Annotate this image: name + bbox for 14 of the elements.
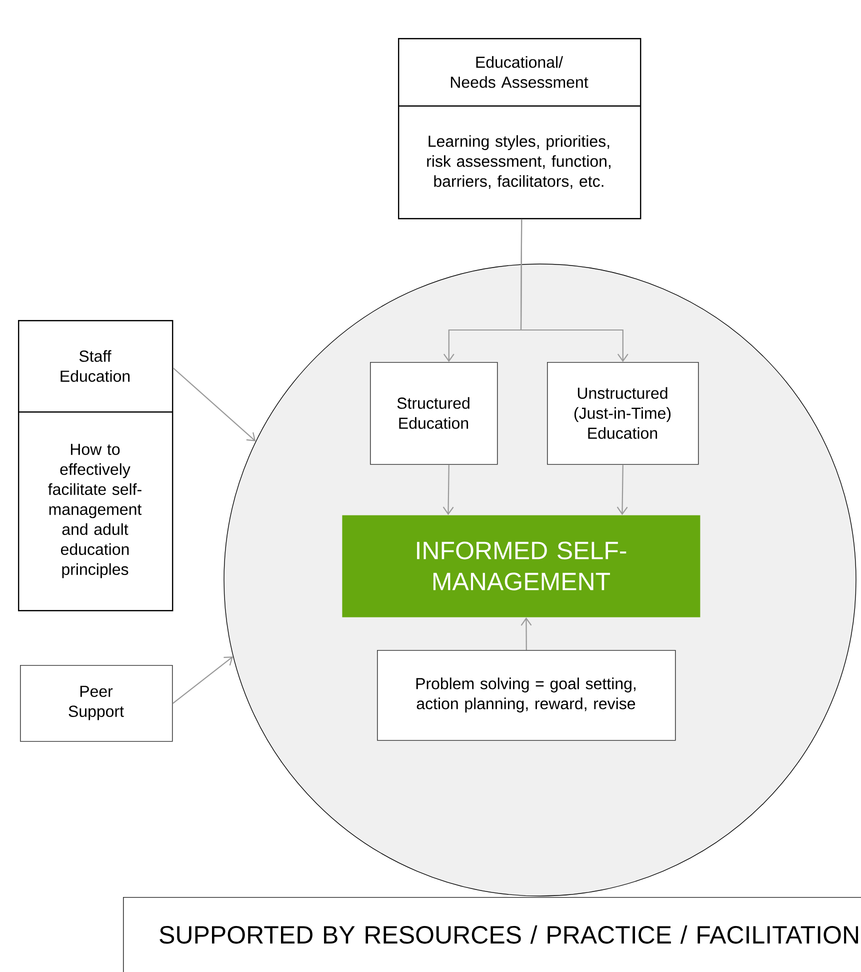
process-box: Peer Support — [20, 665, 173, 742]
process-box: Unstructured (Just-in-Time) Education — [547, 362, 699, 465]
assessment-box: Educational/ Needs Assessment Learning styles, priorities, risk assessment, function, barriers, facilitators, etc. — [398, 38, 642, 220]
process-box: Structured Education — [370, 362, 498, 465]
process-box: Problem solving = goal setting, action planning, reward, revise — [377, 650, 676, 741]
arrow — [172, 656, 234, 704]
staff-education-box: Staff Education How to effectively facilitate self-management and adult education principles — [18, 320, 174, 612]
outcome-box: INFORMED SELF-MANAGEMENT — [342, 515, 700, 618]
arrow — [616, 464, 628, 515]
banner-box: SUPPORTED BY RESOURCES / PRACTICE / FACILITATION — [123, 897, 861, 972]
arrow — [172, 368, 256, 442]
arrow — [520, 617, 532, 650]
arrow — [520, 219, 628, 362]
arrow — [442, 464, 454, 515]
